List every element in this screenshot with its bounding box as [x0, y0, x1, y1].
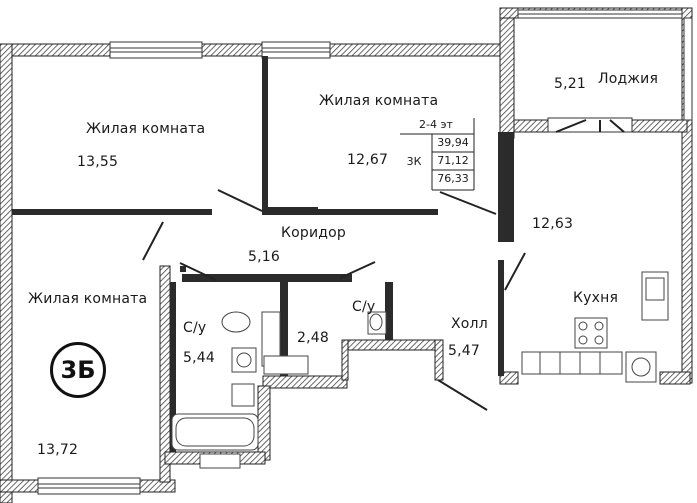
bathroom-fixtures — [171, 311, 387, 469]
room-name-bath1: С/у — [183, 320, 207, 336]
room-name-kitchen: Кухня — [573, 290, 619, 306]
room-name-living2: Жилая комната — [319, 93, 439, 109]
outer-walls — [0, 7, 693, 503]
info-area-living: 39,94 — [437, 136, 469, 149]
info-area-full: 76,33 — [437, 172, 469, 185]
apartment-info-table: 2-4 эт 3К 39,94 71,12 76,33 — [398, 117, 474, 189]
room-name-living3: Жилая комната — [28, 291, 148, 307]
room-area-living2: 12,67 — [347, 152, 389, 168]
room-name-hall: Холл — [451, 316, 488, 332]
room-name-loggia: Лоджия — [598, 71, 659, 87]
interior-walls — [12, 56, 514, 452]
windows — [37, 9, 693, 495]
room-name-living1: Жилая комната — [86, 121, 206, 137]
info-area-total: 71,12 — [437, 154, 469, 167]
apartment-badge: 3Б — [50, 342, 106, 398]
doors — [142, 119, 625, 411]
room-area-hall: 5,47 — [448, 343, 480, 359]
info-table-lines — [400, 118, 475, 191]
room-area-living3: 13,72 — [37, 442, 79, 458]
room-area-bath1: 5,44 — [183, 350, 215, 366]
room-area-living1: 13,55 — [77, 154, 119, 170]
room-area-storage: 2,48 — [297, 330, 329, 346]
info-floors: 2-4 эт — [419, 118, 453, 131]
room-area-loggia: 5,21 — [554, 76, 586, 92]
room-area-kitchen: 12,63 — [532, 216, 574, 232]
room-area-corridor: 5,16 — [248, 249, 280, 265]
kitchen-fixtures — [521, 271, 669, 383]
room-name-corridor: Коридор — [281, 225, 347, 241]
info-rooms-type: 3К — [406, 154, 422, 168]
room-name-bath2: С/у — [352, 299, 376, 315]
